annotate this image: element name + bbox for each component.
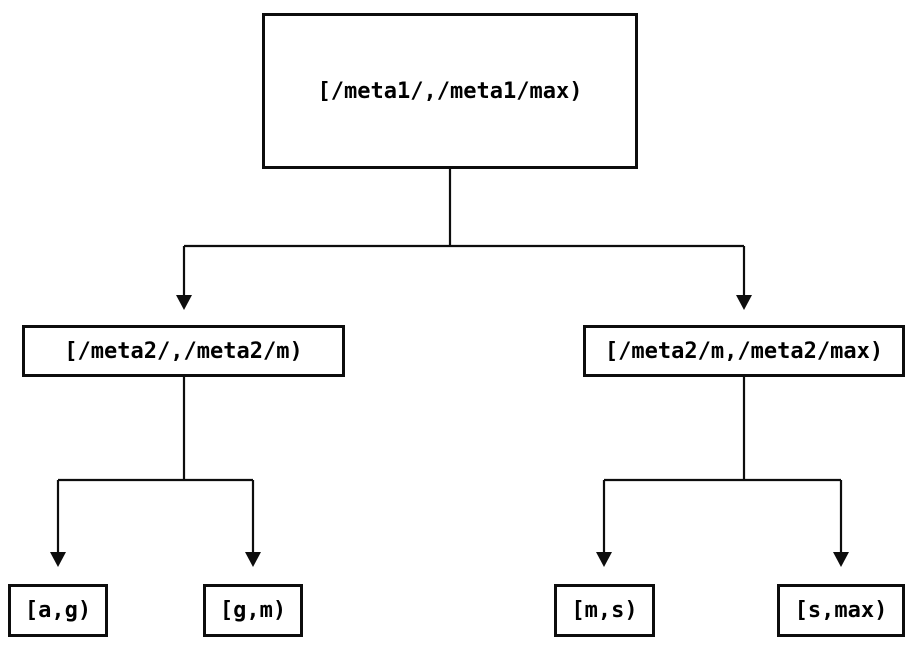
tree-node-root-label: [/meta1/,/meta1/max) [317, 78, 583, 104]
arrow-down-icon [245, 552, 261, 567]
arrow-down-icon [176, 295, 192, 310]
arrow-down-icon [596, 552, 612, 567]
tree-node-leaf-a-g-label: [a,g) [24, 598, 92, 623]
tree-node-meta2-left-label: [/meta2/,/meta2/m) [64, 338, 303, 364]
arrow-down-icon [50, 552, 66, 567]
arrow-down-icon [736, 295, 752, 310]
tree-node-leaf-s-max: [s,max) [777, 584, 905, 637]
tree-node-leaf-m-s: [m,s) [554, 584, 655, 637]
tree-node-leaf-a-g: [a,g) [8, 584, 108, 637]
arrow-down-icon [833, 552, 849, 567]
tree-node-meta2-left: [/meta2/,/meta2/m) [22, 325, 345, 377]
tree-node-root: [/meta1/,/meta1/max) [262, 13, 638, 169]
tree-node-meta2-right: [/meta2/m,/meta2/max) [583, 325, 905, 377]
tree-node-meta2-right-label: [/meta2/m,/meta2/max) [604, 338, 884, 364]
tree-node-leaf-g-m: [g,m) [203, 584, 303, 637]
tree-node-leaf-g-m-label: [g,m) [219, 598, 287, 623]
tree-node-leaf-s-max-label: [s,max) [794, 598, 888, 623]
tree-node-leaf-m-s-label: [m,s) [571, 598, 638, 623]
